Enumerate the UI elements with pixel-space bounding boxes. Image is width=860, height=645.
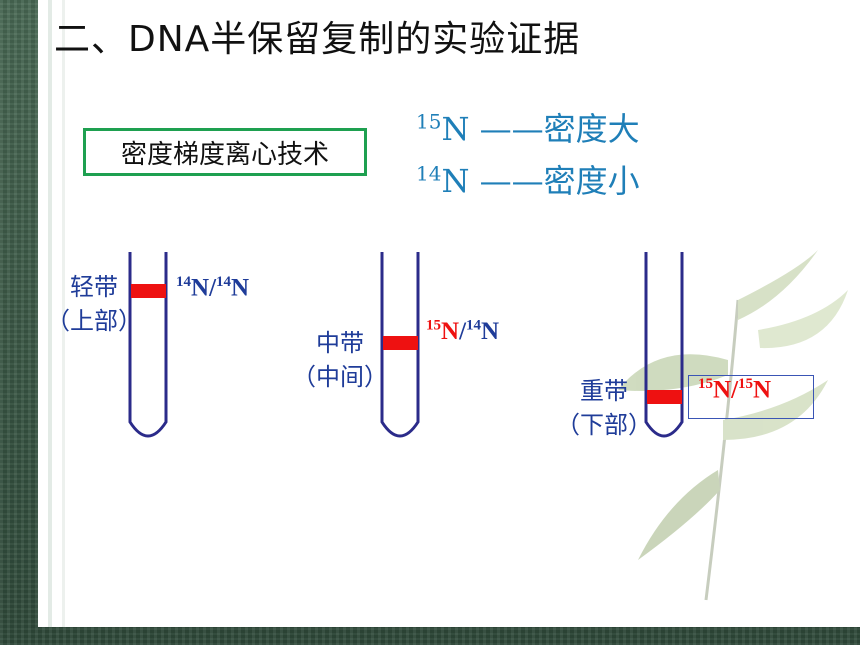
decor-stripe: [48, 0, 52, 627]
formula-element: N: [713, 376, 732, 404]
band-heavy: [647, 390, 682, 404]
decor-stripe: [62, 0, 65, 627]
tube-light: [128, 252, 168, 438]
formula-element: N: [231, 274, 250, 302]
formula-separator: /: [209, 274, 217, 302]
isotope-light-row: 14N ——密度小: [416, 156, 640, 202]
band-middle: [383, 336, 418, 350]
light-band-name: 轻带: [70, 273, 118, 301]
light-band-formula: 14N/14N: [176, 274, 249, 302]
formula-mass: 14: [466, 318, 482, 334]
middle-band-name: 中带: [316, 329, 364, 357]
middle-band-position: （中间）: [292, 363, 388, 391]
isotope-element: N: [441, 110, 470, 148]
method-box: 密度梯度离心技术: [83, 128, 367, 176]
middle-band-formula: 15N/14N: [426, 318, 499, 346]
tube-heavy: [644, 252, 684, 438]
formula-mass: 15: [698, 376, 713, 392]
centrifuge-tubes: [128, 252, 684, 438]
slide-canvas: 二、DNA半保留复制的实验证据 密度梯度离心技术 15N ——密度大 14N —…: [38, 0, 860, 627]
formula-mass: 15: [738, 376, 754, 392]
isotope-mass: 15: [416, 109, 442, 134]
formula-mass: 14: [176, 274, 191, 290]
slide-title: 二、DNA半保留复制的实验证据: [54, 19, 581, 60]
heavy-formula-box: [688, 375, 814, 419]
heavy-band-position: （下部）: [556, 411, 652, 439]
formula-element: N: [441, 318, 460, 346]
tube-middle: [380, 252, 420, 438]
isotope-element: N: [441, 162, 470, 200]
formula-separator: /: [731, 376, 739, 404]
band-light: [131, 284, 166, 298]
isotope-density-text: ——密度小: [469, 162, 640, 200]
light-band-label: 轻带 （上部）: [46, 270, 142, 338]
heavy-band-formula: 15N/15N: [698, 376, 771, 404]
formula-element: N: [481, 318, 500, 346]
light-band-position: （上部）: [46, 307, 142, 335]
formula-mass: 14: [216, 274, 232, 290]
isotope-heavy-row: 15N ——密度大: [416, 104, 640, 150]
middle-band-label: 中带 （中间）: [292, 326, 388, 394]
formula-element: N: [753, 376, 772, 404]
isotope-density-text: ——密度大: [469, 110, 640, 148]
heavy-band-label: 重带 （下部）: [556, 374, 652, 442]
formula-mass: 15: [426, 318, 441, 334]
heavy-band-name: 重带: [580, 377, 628, 405]
formula-element: N: [191, 274, 210, 302]
formula-separator: /: [459, 318, 467, 346]
isotope-mass: 14: [416, 161, 442, 186]
